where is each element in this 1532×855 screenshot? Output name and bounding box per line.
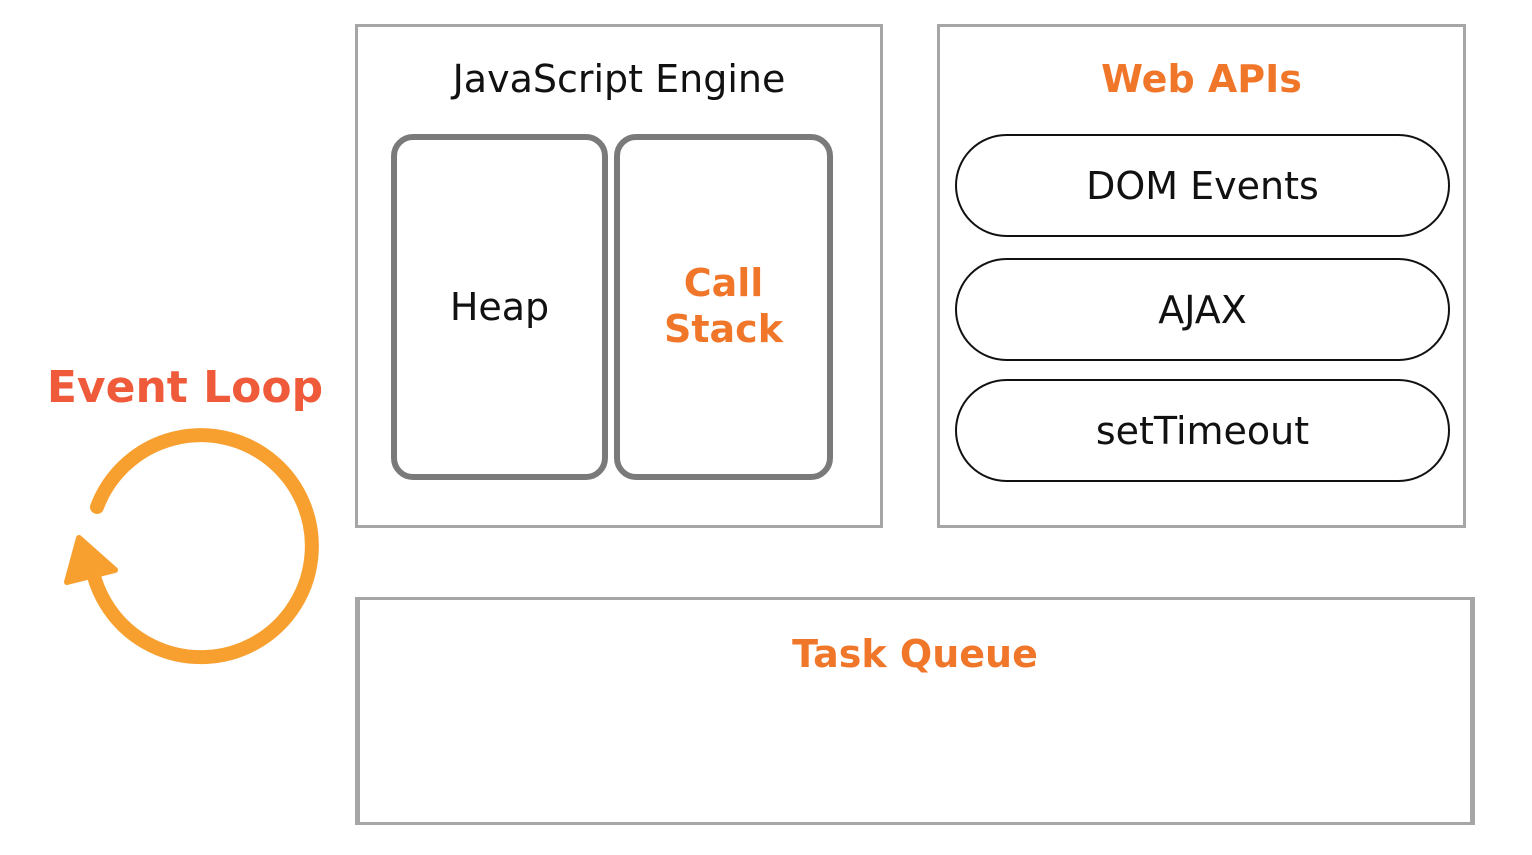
heap-label: Heap: [449, 285, 550, 329]
heap-box: Heap: [391, 134, 608, 480]
task-queue-title: Task Queue: [792, 632, 1038, 676]
web-apis-title: Web APIs: [1101, 57, 1302, 101]
circular-arrow-icon: [64, 428, 319, 665]
web-api-ajax: AJAX: [955, 258, 1450, 361]
task-queue-box: Task Queue: [355, 597, 1475, 825]
event-loop-label: Event Loop: [46, 362, 324, 413]
web-api-dom-events: DOM Events: [955, 134, 1450, 237]
web-apis-box: Web APIs DOM Events AJAX setTimeout: [937, 24, 1466, 528]
call-stack-box: Call Stack: [614, 134, 833, 480]
web-api-settimeout: setTimeout: [955, 379, 1450, 482]
javascript-engine-box: JavaScript Engine Heap Call Stack: [355, 24, 883, 528]
javascript-engine-title: JavaScript Engine: [452, 57, 786, 101]
call-stack-label: Call Stack: [664, 261, 783, 351]
